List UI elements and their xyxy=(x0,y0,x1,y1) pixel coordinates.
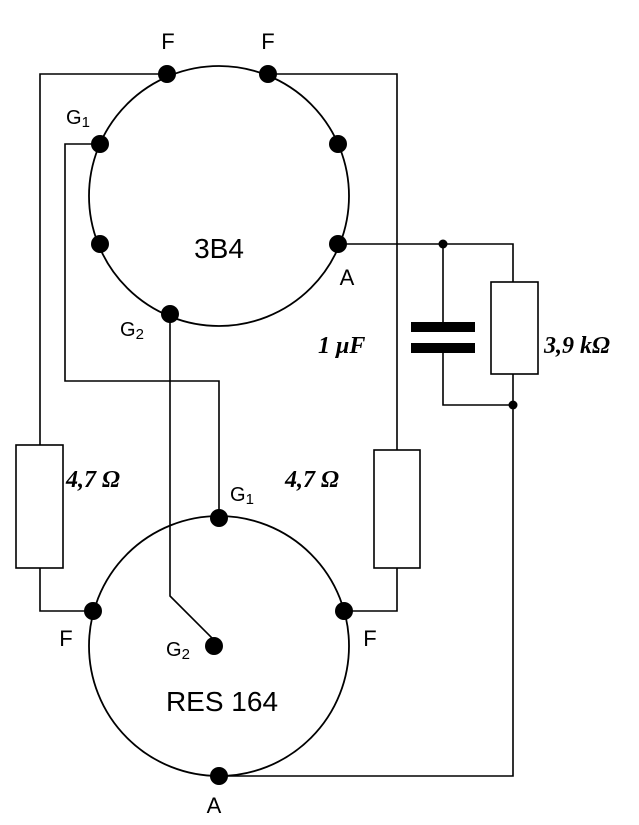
wire-right-resistor-to-filament xyxy=(344,568,398,612)
label-res164-name: RES 164 xyxy=(166,686,278,717)
label-res164-anode: A xyxy=(207,793,222,818)
label-res164-filament-right: F xyxy=(363,626,376,651)
pin-3b4-anode xyxy=(329,235,347,253)
wire-capacitor-bottom xyxy=(442,352,513,406)
pin-3b4-unused-2 xyxy=(91,235,109,253)
pin-res164-anode xyxy=(210,767,228,785)
pin-res164-grid1 xyxy=(210,509,228,527)
pin-res164-filament-right xyxy=(335,602,353,620)
wire-grid2-link xyxy=(169,314,215,641)
wire-anode-top xyxy=(338,243,514,282)
tube-3b4-pins xyxy=(91,65,347,323)
capacitor xyxy=(411,322,475,353)
wire-top-filament-right xyxy=(268,73,398,450)
pin-3b4-filament-left xyxy=(158,65,176,83)
label-3b4-anode: A xyxy=(340,265,355,290)
junction-capacitor-resistor xyxy=(508,400,518,410)
label-3b4-filament-right: F xyxy=(261,29,274,54)
label-left-resistor-value: 4,7 Ω xyxy=(65,467,120,493)
label-res164-grid2: G2 xyxy=(166,639,190,663)
wire-anode-resistor-bottom xyxy=(219,374,514,777)
label-anode-resistor-value: 3,9 kΩ xyxy=(543,333,610,359)
pin-3b4-grid1 xyxy=(91,135,109,153)
resistor-left xyxy=(15,444,64,569)
pin-res164-filament-left xyxy=(84,602,102,620)
wires xyxy=(39,73,514,777)
label-3b4-grid1: G1 xyxy=(66,107,90,131)
label-res164-grid1: G1 xyxy=(230,484,254,508)
pin-3b4-filament-right xyxy=(259,65,277,83)
tube-3b4-envelope xyxy=(88,65,350,327)
pin-res164-grid2 xyxy=(205,637,223,655)
resistor-anode xyxy=(490,281,539,375)
label-res164-filament-left: F xyxy=(59,626,72,651)
wire-top-filament-left xyxy=(39,73,167,445)
label-3b4-name: 3B4 xyxy=(194,233,244,264)
label-right-resistor-value: 4,7 Ω xyxy=(284,467,339,493)
resistor-right xyxy=(373,449,421,569)
pin-3b4-unused-1 xyxy=(329,135,347,153)
wire-grid1-link xyxy=(64,143,220,518)
label-3b4-filament-left: F xyxy=(161,29,174,54)
pin-3b4-grid2 xyxy=(161,305,179,323)
label-capacitor-value: 1 μF xyxy=(318,333,365,359)
tube-res164-pins xyxy=(84,509,353,785)
junction-anode-capacitor xyxy=(438,239,448,249)
wire-left-resistor-to-filament xyxy=(39,568,93,612)
label-3b4-grid2: G2 xyxy=(120,319,144,343)
